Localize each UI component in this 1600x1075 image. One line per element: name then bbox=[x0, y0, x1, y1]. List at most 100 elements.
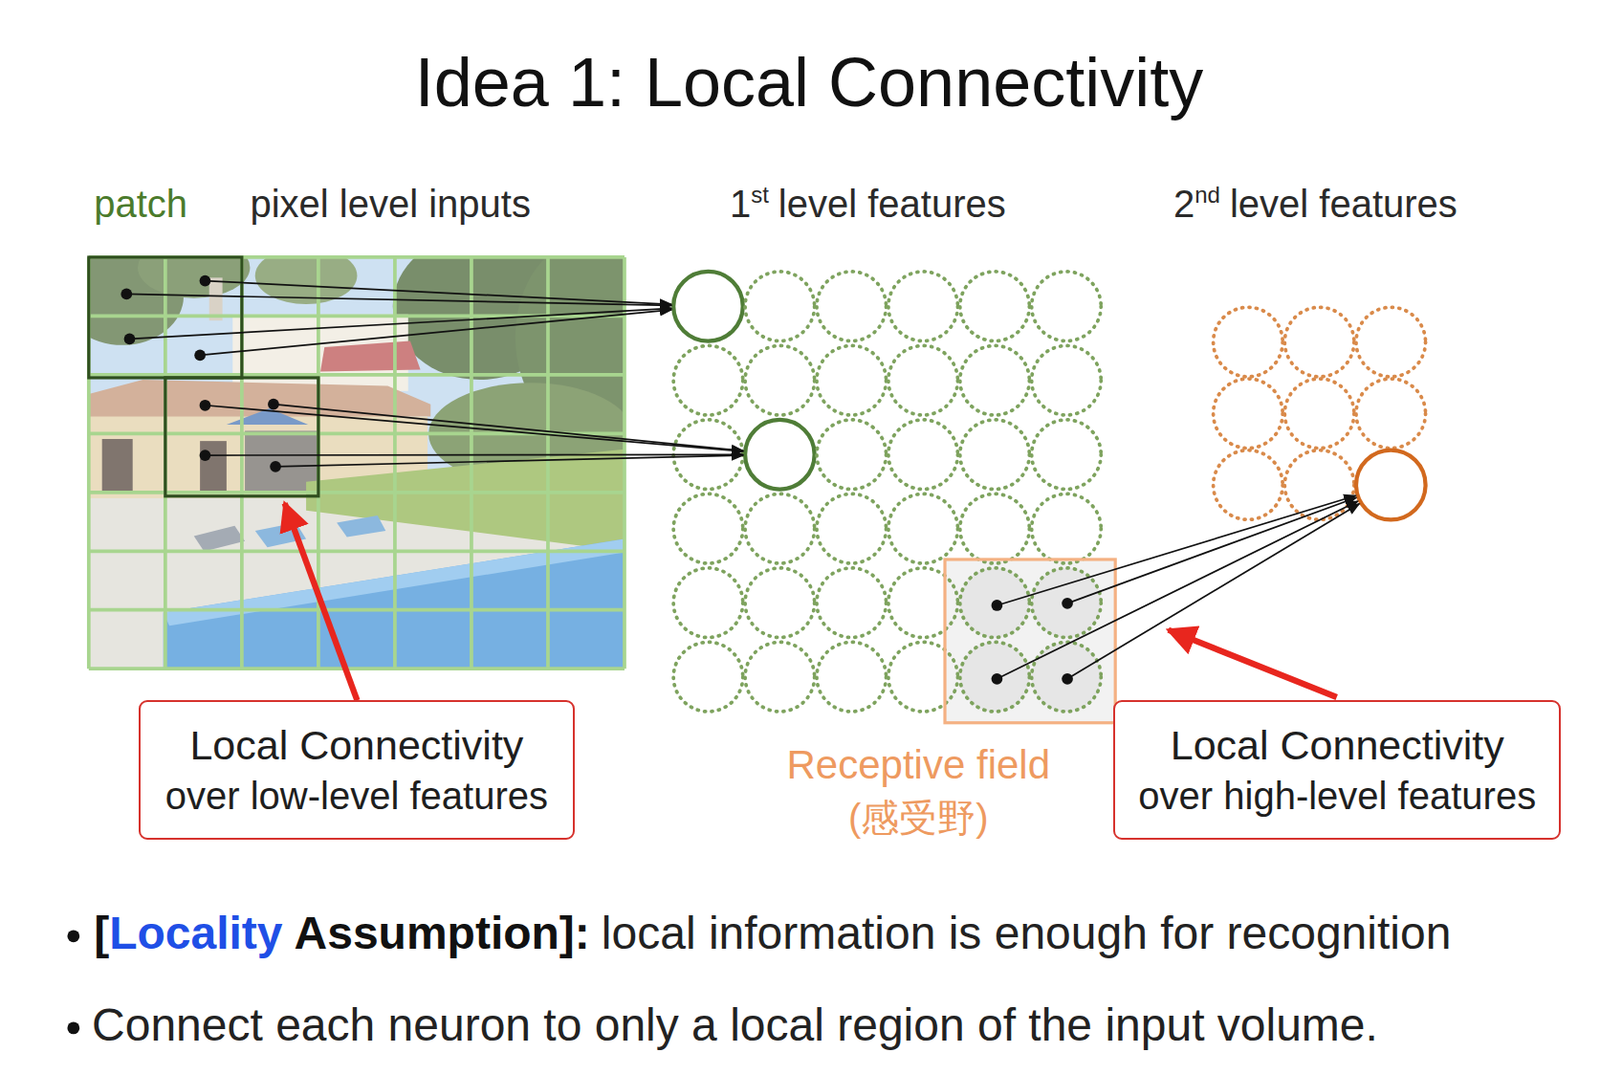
connection-line bbox=[996, 501, 1358, 680]
superscript: st bbox=[750, 181, 769, 209]
first-level-neuron bbox=[745, 493, 815, 564]
callout-text: Local Connectivity bbox=[1170, 720, 1505, 772]
second-level-neuron bbox=[1284, 306, 1355, 377]
grid-line bbox=[88, 490, 625, 495]
first-level-neuron bbox=[888, 345, 959, 416]
input-dot bbox=[1061, 597, 1074, 610]
bullet-dot bbox=[66, 1021, 80, 1034]
callout-box: Local Connectivityover high-level featur… bbox=[1113, 700, 1561, 840]
connection-line bbox=[204, 281, 672, 306]
input-dot bbox=[120, 288, 132, 301]
network bbox=[120, 271, 1425, 724]
label-group: [LocalityAssumption]:local information i… bbox=[93, 907, 1451, 961]
label-text: local information is enough for recognit… bbox=[601, 907, 1452, 961]
label-group: Connect each neuron to only a local regi… bbox=[91, 999, 1379, 1053]
first-level-neuron bbox=[888, 568, 959, 638]
label-text: 1 bbox=[729, 181, 751, 226]
input-dot bbox=[1061, 673, 1074, 685]
label-text: (感受野) bbox=[848, 795, 989, 840]
first-level-neuron bbox=[960, 493, 1031, 564]
first-level-neuron bbox=[816, 419, 887, 490]
bullet-dot bbox=[66, 929, 80, 943]
first-level-neuron bbox=[888, 271, 959, 342]
slide-title: Idea 1: Local Connectivity bbox=[18, 44, 1600, 121]
grid-line bbox=[622, 257, 627, 669]
connection-line bbox=[204, 453, 744, 457]
second-level-neuron bbox=[1213, 378, 1284, 449]
second-level-neuron bbox=[1213, 306, 1284, 377]
second-level-neuron bbox=[1284, 450, 1355, 521]
first-level-neuron bbox=[1031, 419, 1102, 490]
label-text: Assumption]: bbox=[294, 907, 591, 961]
first-level-neuron bbox=[960, 568, 1031, 638]
first-level-neuron bbox=[816, 271, 887, 342]
input-dot bbox=[269, 460, 282, 473]
grid-line bbox=[88, 548, 625, 553]
first-level-neuron bbox=[745, 271, 815, 342]
superscript: nd bbox=[1194, 181, 1221, 209]
receptive-field-frame bbox=[944, 559, 1116, 724]
callout-text: over high-level features bbox=[1138, 771, 1536, 820]
first-level-neuron bbox=[1031, 345, 1102, 416]
callout-text: over low-level features bbox=[165, 771, 548, 820]
label-text: pixel level inputs bbox=[249, 181, 531, 226]
pixel-grid bbox=[88, 257, 625, 669]
label-group: (感受野) bbox=[848, 795, 989, 840]
input-dot bbox=[199, 399, 212, 412]
first-level-neuron bbox=[673, 271, 744, 342]
label-text: level features bbox=[1229, 181, 1458, 226]
label-text: [ bbox=[93, 907, 110, 961]
receptive-field-fill bbox=[944, 559, 1116, 724]
connection-line bbox=[130, 307, 673, 339]
first-level-neuron bbox=[816, 568, 887, 638]
label-group: pixel level inputs bbox=[249, 181, 531, 226]
connection-line bbox=[1067, 504, 1359, 680]
grid-line bbox=[546, 257, 550, 669]
first-level-neuron bbox=[888, 493, 959, 564]
first-level-neuron bbox=[745, 345, 815, 416]
label-text: 2 bbox=[1173, 181, 1195, 226]
first-level-neuron bbox=[745, 641, 815, 712]
first-level-neuron bbox=[1031, 568, 1102, 638]
patch-frame bbox=[88, 257, 242, 378]
first-level-neuron bbox=[1031, 493, 1102, 564]
input-dot bbox=[194, 350, 206, 362]
first-level-neuron bbox=[888, 641, 959, 712]
callout-arrow bbox=[284, 503, 358, 701]
first-level-neuron bbox=[1031, 641, 1102, 712]
grid-line bbox=[88, 608, 625, 613]
first-level-neuron bbox=[673, 345, 744, 416]
input-dot bbox=[199, 449, 212, 461]
first-level-neuron bbox=[960, 345, 1031, 416]
first-level-neuron bbox=[960, 271, 1031, 342]
first-level-neuron bbox=[960, 419, 1031, 490]
label-text: patch bbox=[93, 181, 188, 226]
input-dot bbox=[124, 333, 136, 346]
second-level-neuron bbox=[1356, 450, 1426, 521]
patch-frame bbox=[165, 377, 319, 497]
callout-text: Local Connectivity bbox=[189, 720, 524, 772]
label-group: patch bbox=[93, 181, 188, 226]
first-level-neuron bbox=[816, 345, 887, 416]
photo bbox=[88, 257, 625, 669]
input-dot bbox=[199, 275, 212, 287]
connection-line bbox=[1067, 497, 1357, 604]
input-dot bbox=[991, 673, 1004, 685]
input-dot bbox=[991, 599, 1004, 612]
grid-line bbox=[88, 666, 625, 671]
connection-line bbox=[199, 309, 672, 356]
second-level-neuron bbox=[1284, 378, 1355, 449]
sky bbox=[88, 257, 625, 669]
first-level-neuron bbox=[745, 568, 815, 638]
label-text: Locality bbox=[109, 907, 283, 961]
label-text: level features bbox=[778, 181, 1007, 226]
connection-line bbox=[273, 404, 744, 452]
first-level-neuron bbox=[888, 419, 959, 490]
first-level-neuron bbox=[960, 641, 1031, 712]
label-text: Receptive field bbox=[787, 742, 1051, 789]
label-group: Receptive field bbox=[787, 742, 1051, 789]
first-level-neuron bbox=[1031, 271, 1102, 342]
label-text: Connect each neuron to only a local regi… bbox=[91, 999, 1379, 1053]
first-level-neuron bbox=[745, 419, 815, 490]
